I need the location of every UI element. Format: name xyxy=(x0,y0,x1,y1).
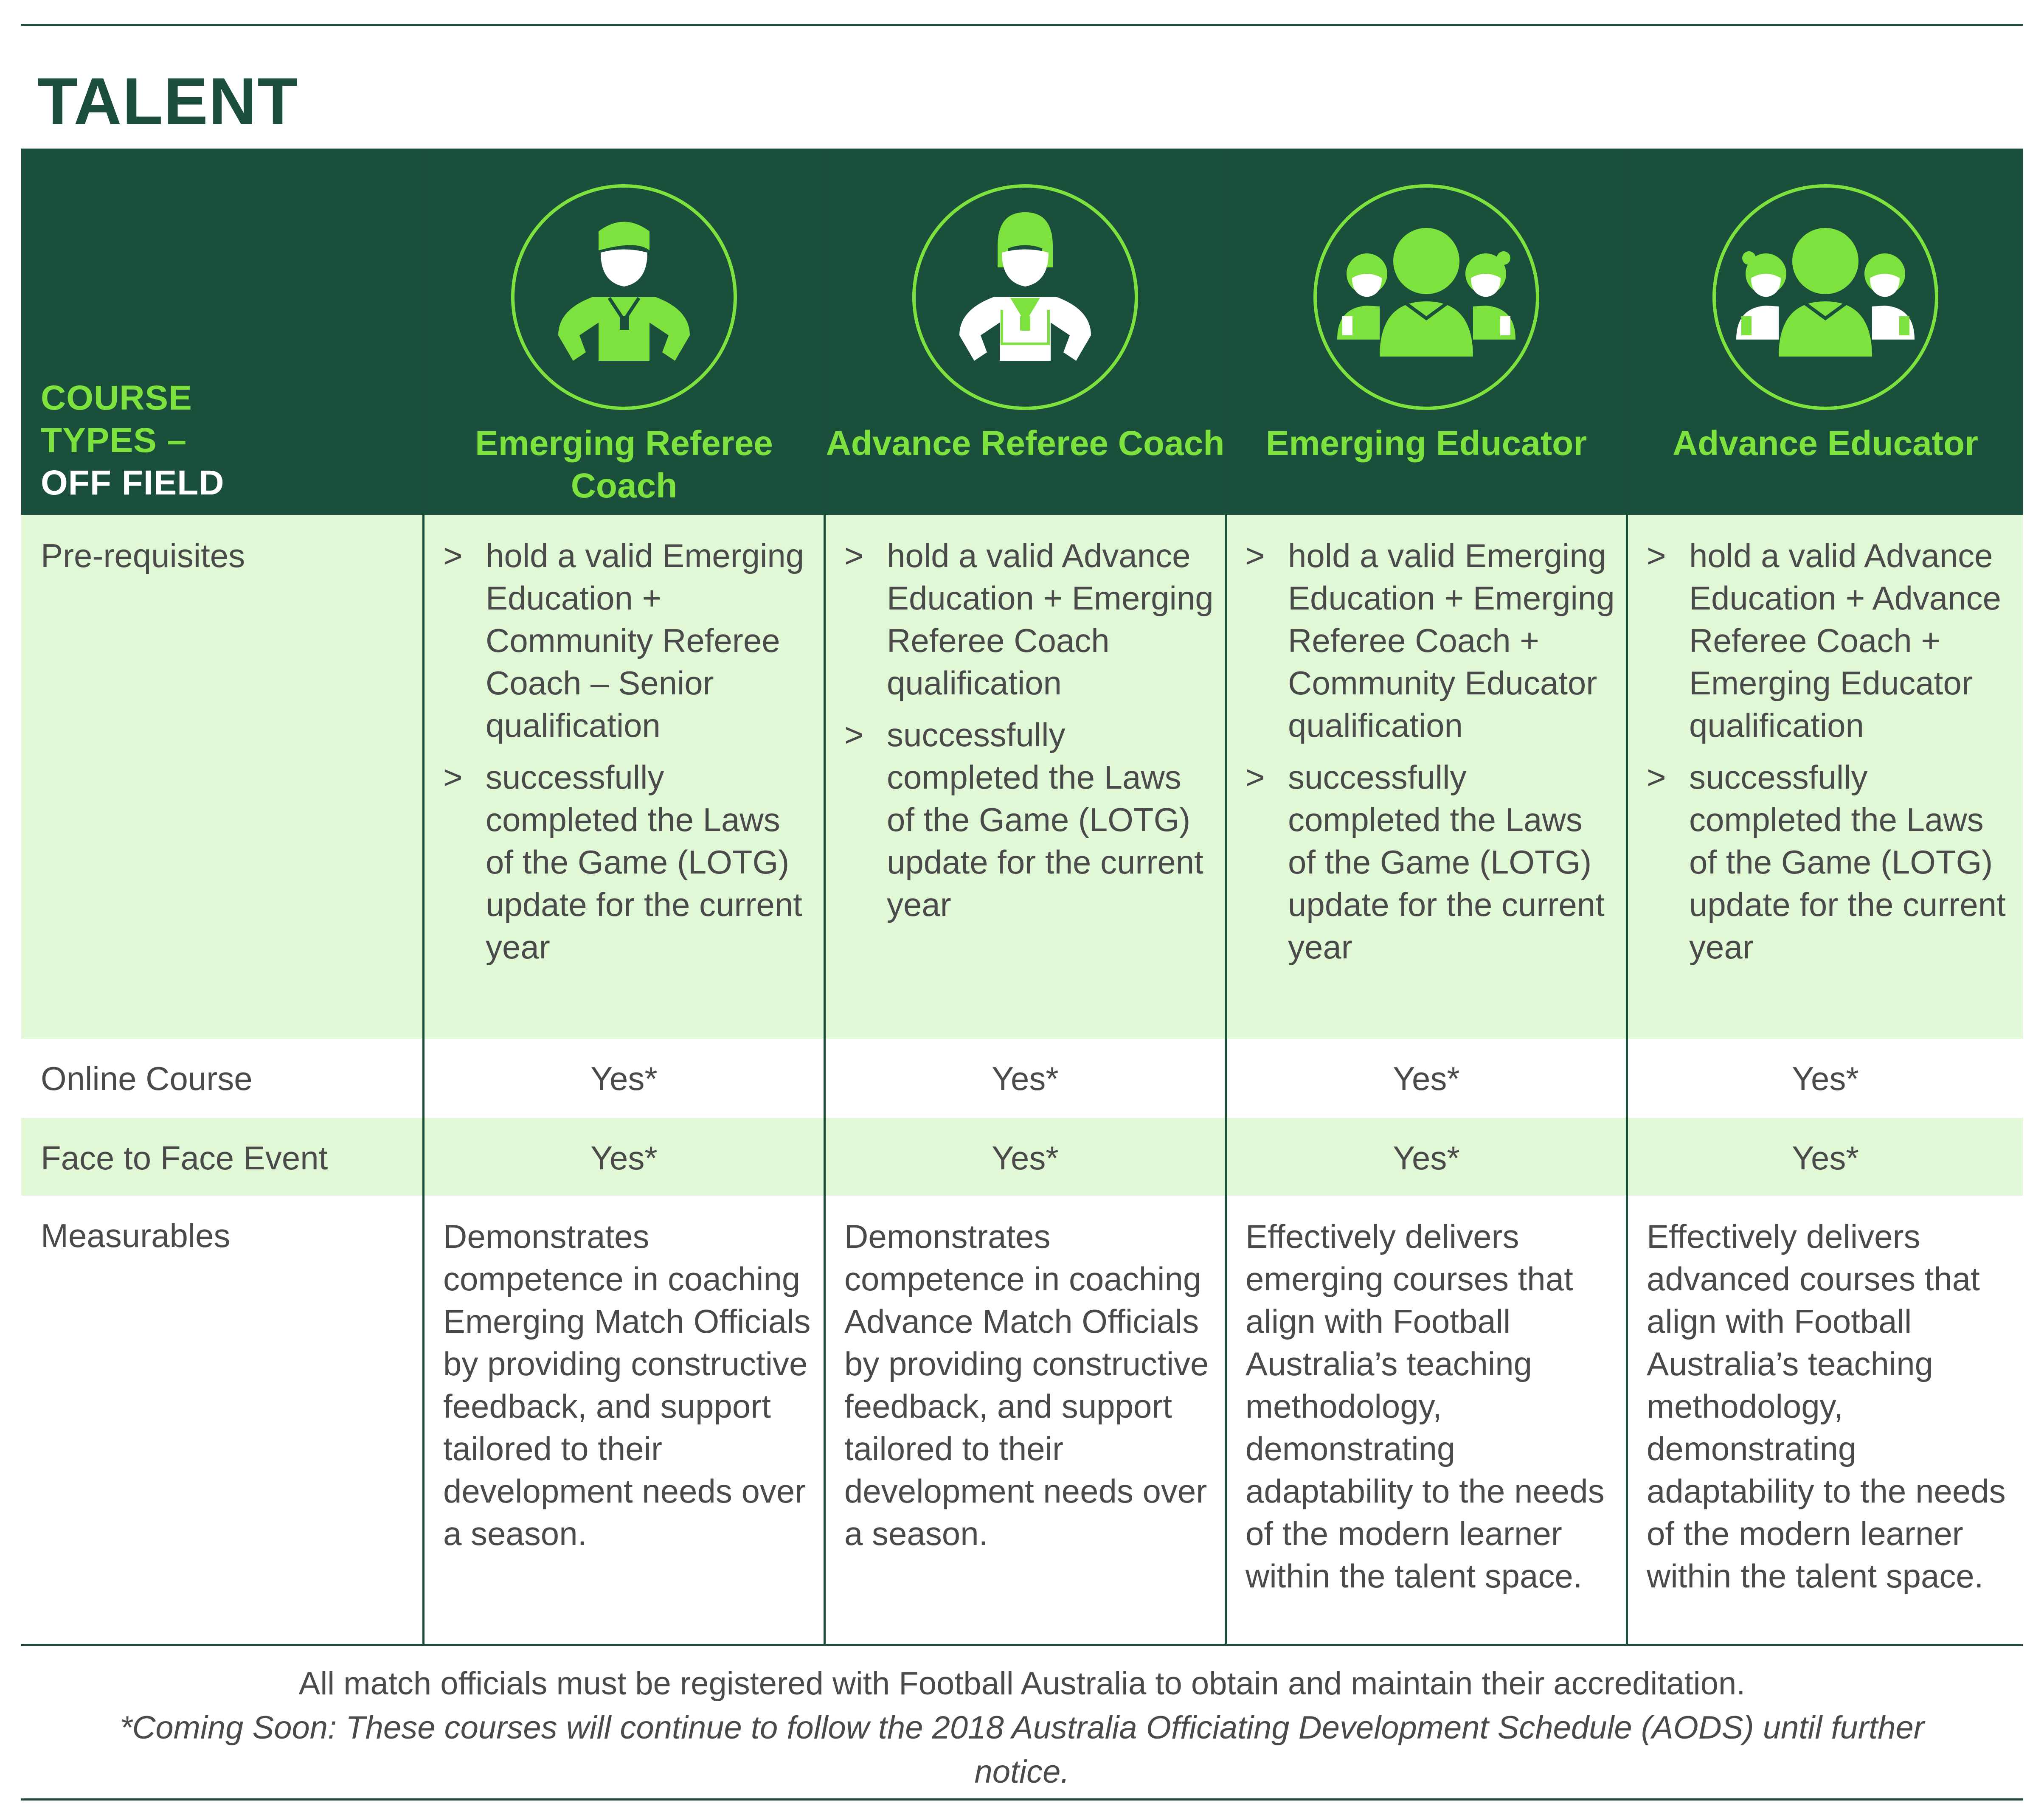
face-to-face-cell: Yes* xyxy=(1626,1118,2023,1196)
measurables-cell: Effectively delivers emerging courses th… xyxy=(1225,1196,1626,1644)
row-label-measurables: Measurables xyxy=(41,1217,231,1254)
educator-group-green-icon xyxy=(1312,183,1541,412)
prerequisite-item: >hold a valid Emerging Education + Emerg… xyxy=(1246,537,1615,744)
educator-group-white-icon xyxy=(1711,183,1940,412)
online-cell: Yes* xyxy=(1626,1039,2023,1118)
face-to-face-value: Yes* xyxy=(992,1139,1059,1177)
column-title: Emerging Referee Coach xyxy=(475,424,773,505)
top-rule xyxy=(21,24,2023,26)
table-bottom-rule xyxy=(21,1644,2023,1646)
prerequisites-cell: >hold a valid Emerging Education + Commu… xyxy=(422,515,824,1039)
measurables-text: Effectively delivers advanced courses th… xyxy=(1647,1218,2006,1595)
row-label-face-to-face: Face to Face Event xyxy=(41,1139,328,1177)
face-to-face-value: Yes* xyxy=(590,1139,658,1177)
online-cell: Yes* xyxy=(422,1039,824,1118)
column-title: Advance Referee Coach xyxy=(826,424,1225,463)
measurables-text: Demonstrates competence in coaching Emer… xyxy=(443,1218,811,1552)
face-to-face-value: Yes* xyxy=(1393,1139,1460,1177)
page-title: TALENT xyxy=(37,65,299,138)
prerequisite-item: >successfully completed the Laws of the … xyxy=(1647,758,2006,966)
measurables-cell: Demonstrates competence in coaching Adva… xyxy=(824,1196,1225,1644)
online-value: Yes* xyxy=(1393,1060,1460,1097)
row-label-prerequisites: Pre-requisites xyxy=(41,537,245,574)
prerequisites-cell: >hold a valid Advance Education + Advanc… xyxy=(1626,515,2023,1039)
online-cell: Yes* xyxy=(1225,1039,1626,1118)
measurables-label-cell: Measurables xyxy=(21,1196,422,1644)
face-to-face-label-cell: Face to Face Event xyxy=(21,1118,422,1196)
column-header-emerging-referee-coach: Emerging Referee Coach xyxy=(422,149,824,515)
prerequisites-cell: >hold a valid Emerging Education + Emerg… xyxy=(1225,515,1626,1039)
footer: All match officials must be registered w… xyxy=(21,1662,2023,1794)
prerequisite-item: >hold a valid Advance Education + Advanc… xyxy=(1647,537,2002,744)
online-value: Yes* xyxy=(590,1060,658,1097)
prerequisite-item: >hold a valid Advance Education + Emergi… xyxy=(844,537,1214,702)
prerequisite-item: >hold a valid Emerging Education + Commu… xyxy=(443,537,804,744)
prerequisites-cell: >hold a valid Advance Education + Emergi… xyxy=(824,515,1225,1039)
face-to-face-value: Yes* xyxy=(1792,1139,1859,1177)
measurables-cell: Effectively delivers advanced courses th… xyxy=(1626,1196,2023,1644)
course-table: COURSE TYPES – OFF FIELD Emerging Refere… xyxy=(21,149,2023,1644)
face-to-face-cell: Yes* xyxy=(1225,1118,1626,1196)
column-title: Emerging Educator xyxy=(1265,424,1587,463)
prerequisite-item: >successfully completed the Laws of the … xyxy=(443,758,802,966)
measurables-cell: Demonstrates competence in coaching Emer… xyxy=(422,1196,824,1644)
online-label-cell: Online Course xyxy=(21,1039,422,1118)
face-to-face-cell: Yes* xyxy=(422,1118,824,1196)
online-value: Yes* xyxy=(1792,1060,1859,1097)
measurables-text: Demonstrates competence in coaching Adva… xyxy=(844,1218,1209,1552)
prerequisites-label-cell: Pre-requisites xyxy=(21,515,422,1039)
footer-coming-soon-note: *Coming Soon: These courses will continu… xyxy=(119,1710,1925,1790)
referee-coach-white-icon xyxy=(911,183,1140,412)
column-header-emerging-educator: Emerging Educator xyxy=(1225,149,1626,515)
face-to-face-cell: Yes* xyxy=(824,1118,1225,1196)
column-header-advance-referee-coach: Advance Referee Coach xyxy=(824,149,1225,515)
column-header-advance-educator: Advance Educator xyxy=(1626,149,2023,515)
referee-coach-green-icon xyxy=(509,183,739,412)
row-label-online-course: Online Course xyxy=(41,1060,253,1097)
header-label: COURSE TYPES – OFF FIELD xyxy=(41,379,225,502)
online-value: Yes* xyxy=(992,1060,1059,1097)
prerequisite-item: >successfully completed the Laws of the … xyxy=(1246,758,1605,966)
bottom-rule xyxy=(21,1798,2023,1801)
prerequisite-item: >successfully completed the Laws of the … xyxy=(844,716,1203,923)
online-cell: Yes* xyxy=(824,1039,1225,1118)
column-title: Advance Educator xyxy=(1673,424,1978,463)
measurables-text: Effectively delivers emerging courses th… xyxy=(1246,1218,1605,1595)
header-label-cell: COURSE TYPES – OFF FIELD xyxy=(21,149,422,515)
footer-registration-text: All match officials must be registered w… xyxy=(298,1666,1746,1702)
